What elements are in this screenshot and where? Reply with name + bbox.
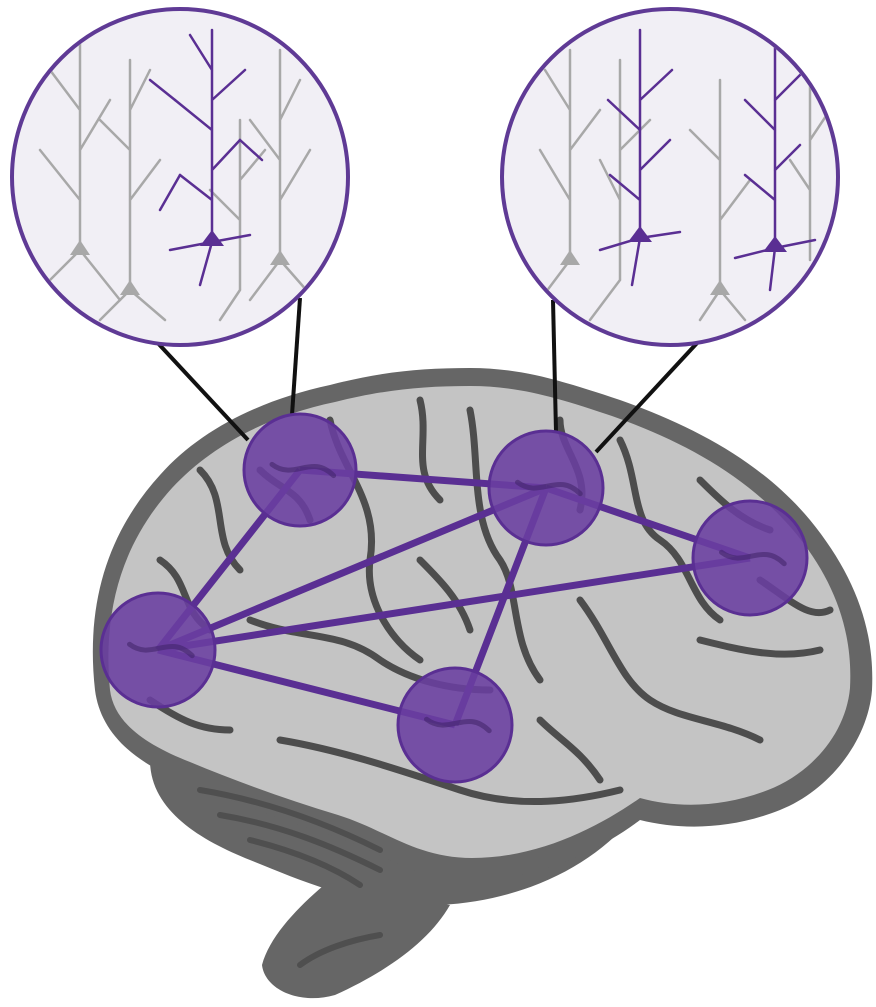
node-frontal-upper	[244, 414, 356, 526]
node-parietal	[489, 431, 603, 545]
callout-line-left-outer	[155, 340, 248, 440]
node-frontal-lower	[101, 593, 215, 707]
inset-right	[502, 9, 838, 345]
inset-left	[12, 9, 348, 345]
node-occipital	[693, 501, 807, 615]
node-temporal	[398, 668, 512, 782]
